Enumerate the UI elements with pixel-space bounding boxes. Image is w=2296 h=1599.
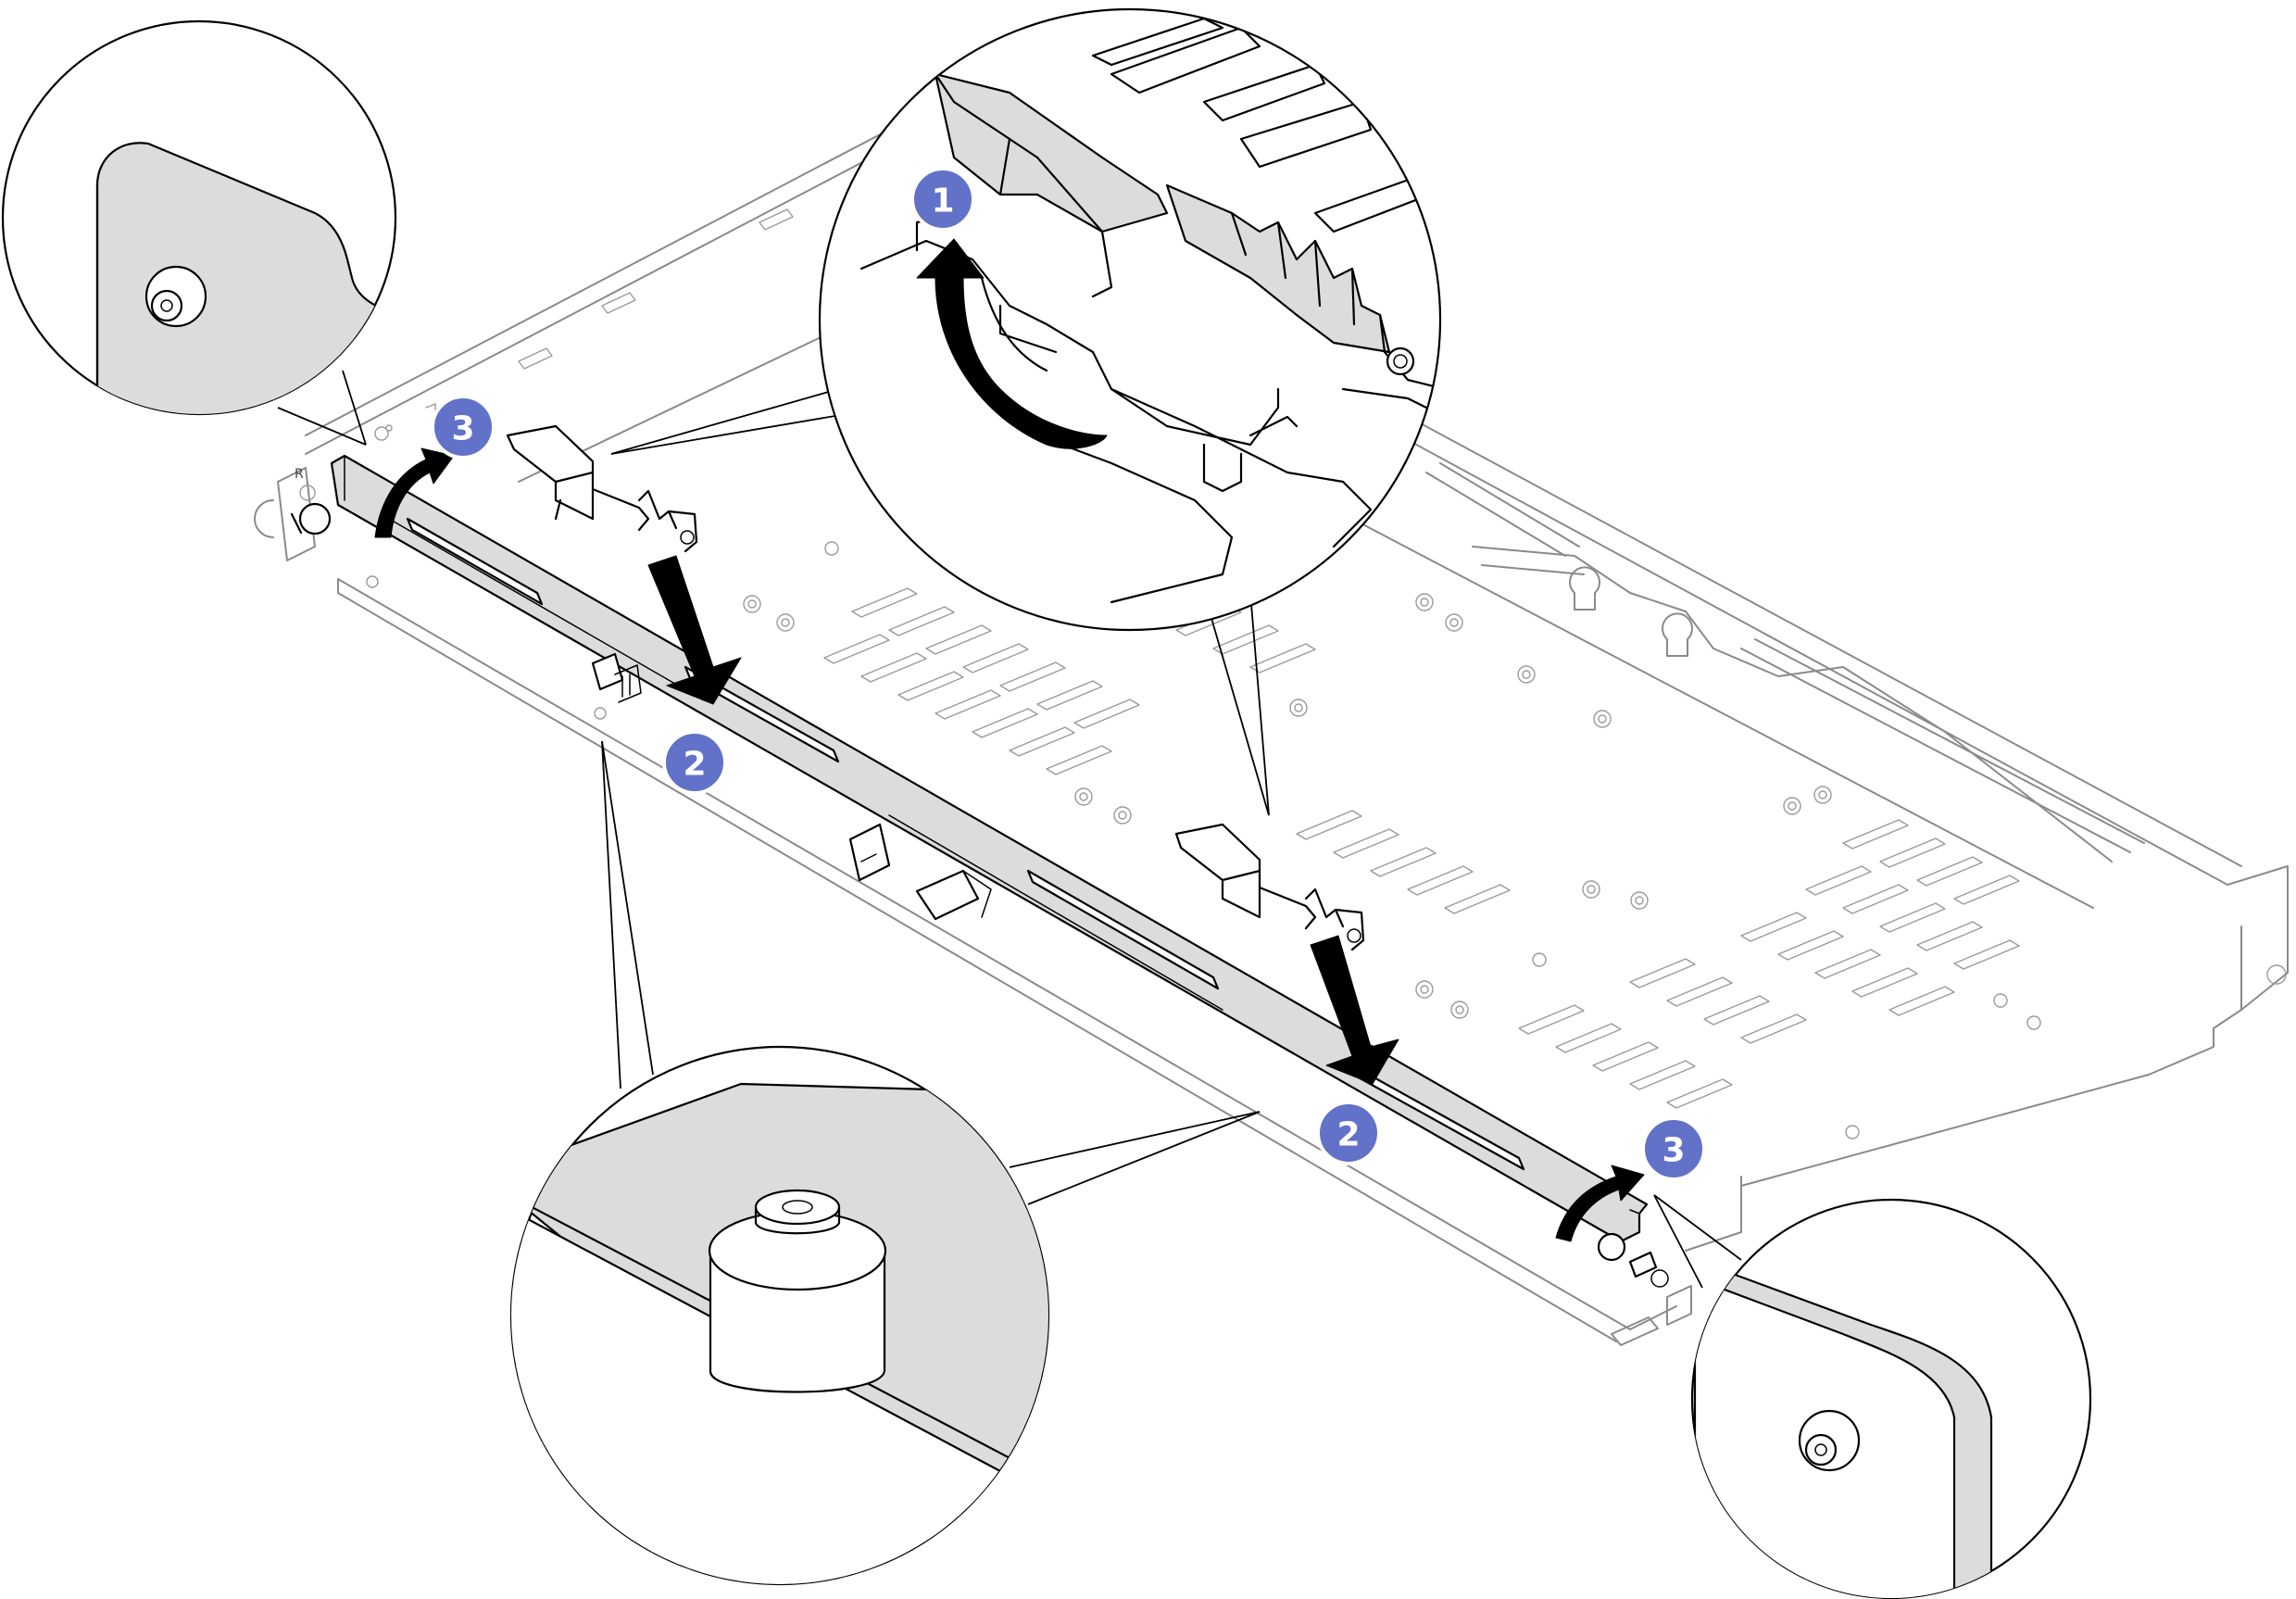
vent-slots-right xyxy=(1518,819,2020,1109)
step-badge-3-left: 3 xyxy=(431,395,496,460)
svg-text:2: 2 xyxy=(683,746,706,784)
latch-left xyxy=(506,424,698,553)
left-plunger xyxy=(290,502,332,535)
back-wall-clips xyxy=(425,208,794,414)
step-badge-2-left: 2 xyxy=(662,730,727,795)
zoom-circle-pin-right xyxy=(1690,1198,2092,1599)
right-plunger xyxy=(1597,1232,1669,1288)
step-badge-3-right: 3 xyxy=(1641,1116,1706,1181)
drive-cage-chassis: R xyxy=(254,129,2289,1346)
down-arrow-left xyxy=(647,555,742,705)
backplane xyxy=(290,454,1669,1288)
step-badge-1: 1 xyxy=(910,167,975,232)
zoom-circle-peg xyxy=(509,1045,1050,1586)
front-rail xyxy=(337,575,1692,1346)
left-end-bracket: R xyxy=(254,424,393,561)
screw-posts xyxy=(743,541,2287,1139)
vent-slots xyxy=(823,587,1511,914)
latch-right xyxy=(1174,823,1365,951)
callout-leaders xyxy=(277,370,1742,1289)
rotate-arrow-right xyxy=(1555,1165,1645,1242)
zoom-circle-pin-left xyxy=(1,19,397,416)
backplane-connectors xyxy=(591,652,992,921)
frame-mark: R xyxy=(295,467,304,482)
svg-text:2: 2 xyxy=(1336,1116,1360,1154)
zoom-circle-latch xyxy=(818,7,1442,632)
step-badge-2-right: 2 xyxy=(1316,1101,1381,1165)
svg-text:3: 3 xyxy=(1662,1132,1685,1170)
svg-text:3: 3 xyxy=(451,410,474,448)
down-arrow-right xyxy=(1310,935,1399,1085)
svg-text:1: 1 xyxy=(931,183,954,220)
